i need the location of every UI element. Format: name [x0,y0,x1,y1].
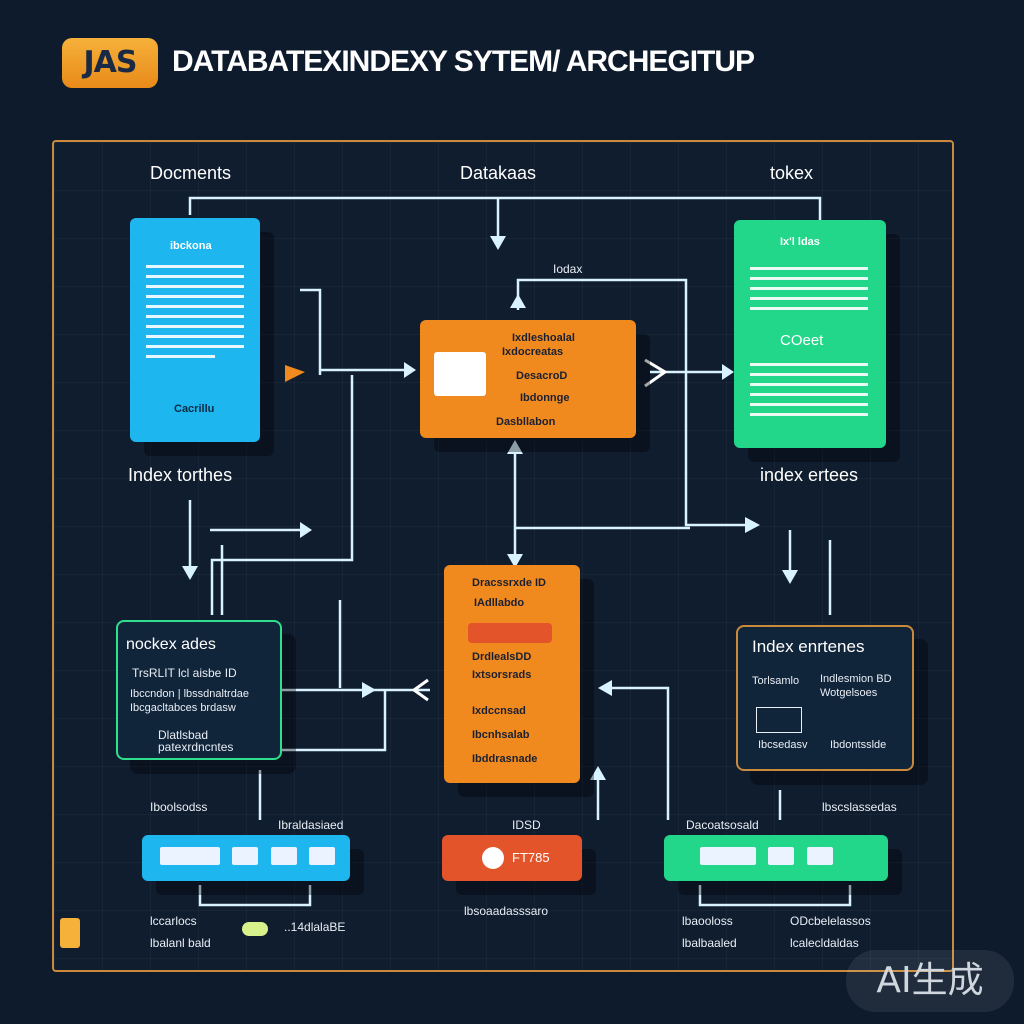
center-doc-line2: Ixtsorsrads [472,669,532,681]
database-card-title: Ixdleshoalal [512,332,575,344]
center-doc-line4: Ibcnhsalab [472,729,530,741]
bottom-right-label-top2: lbscslassedas [822,800,897,814]
center-doc-key-icon [468,623,552,643]
index-nodes-title: nockex ades [126,636,216,653]
bar-icon-4 [309,847,336,865]
tokens-card-lines-top [750,260,868,317]
bottom-left-label-mid: Ibraldasiaed [278,818,344,832]
bar-icon-5 [700,847,756,865]
database-card-line1: DesacroD [516,370,568,382]
bar-icon-1 [160,847,220,865]
tokens-card-title: Ix'l ldas [780,236,820,248]
center-doc-sub: IAdllabdo [474,597,525,609]
index-nodes-line5: patexrdncntes [158,740,234,754]
index-entries-foot1: Ibcsedasv [758,739,808,751]
bottom-center-label-top: IDSD [512,818,541,832]
index-entries-foot2: Ibdontsslde [830,739,887,751]
index-nodes-line1: TrsRLIT lcl aisbe ID [132,666,237,680]
center-doc-line1: DrdlealsDD [472,651,532,663]
database-card-line2: Ibdonnge [520,392,570,404]
documents-label: Docments [150,163,232,183]
index-entries-col2: Indlesmion BD [820,673,892,685]
bottom-left-label-b1: lccarlocs [150,914,197,928]
documents-card[interactable]: ibckona Cacrillu [130,218,260,442]
tokens-card[interactable]: Ix'l ldas COeet [734,220,886,448]
bottom-right-bar[interactable] [664,835,888,881]
bottom-center-text: FT785 [512,850,550,865]
database-card-foot: Dasbllabon [496,416,556,428]
index-entries-top-label: index ertees [760,465,859,485]
bottom-right-label-b3: ODcbelelassos [790,914,871,928]
database-card-icon [434,352,486,396]
index-entries-col3: Wotgelsoes [820,687,878,699]
index-nodes-line3: Ibcgacltabces brdasw [130,702,236,714]
bottom-right-label-b1: lbaooloss [682,914,733,928]
index-entries-col1: Torlsamlo [752,675,800,687]
center-doc-line5: Ibddrasnade [472,753,538,765]
index-nodes-box[interactable]: nockex ades TrsRLIT lcl aisbe ID Ibccndo… [116,620,282,760]
index-entries-icon [756,707,802,733]
documents-card-lines [146,258,244,365]
documents-card-foot: Cacrillu [174,403,215,415]
bottom-left-label-b2: lbalanl bald [150,936,211,950]
database-card[interactable]: Ixdleshoalal Ixdocreatas DesacroD Ibdonn… [420,320,636,438]
index-tables-label: Index torthes [128,465,233,485]
center-document-card[interactable]: Dracssrxde ID IAdllabdo DrdlealsDD Ixtso… [444,565,580,783]
bottom-right-label-top: Dacoatsosald [686,818,759,832]
side-badge-icon [60,918,80,948]
tokens-card-center: COeet [780,332,824,349]
bottom-right-label-b2: lbalbaaled [682,936,737,950]
bar-icon-3 [270,847,297,865]
bottom-left-pill-text: ..14dlalaBE [284,920,346,934]
bottom-center-bar[interactable]: FT785 [442,835,582,881]
center-doc-line3: Ixdccnsad [472,705,526,717]
index-nodes-line4: Dlatlsbad [158,728,209,742]
index-entries-box[interactable]: Index enrtenes Torlsamlo Indlesmion BD W… [736,625,914,771]
bottom-left-label-top: Iboolsodss [150,800,208,814]
bottom-center-label-bottom: lbsoaadasssaro [464,904,549,918]
index-entries-title: Index enrtenes [752,637,865,656]
camera-icon [482,847,504,869]
ai-watermark: AI生成 [846,950,1014,1012]
bar-icon-6 [768,847,795,865]
tokens-card-lines-bottom [750,356,868,423]
status-pill-icon [242,922,268,936]
app-logo: JAS [62,38,158,88]
documents-card-title: ibckona [170,240,212,252]
database-label: Datakaas [460,163,537,183]
bar-icon-2 [232,847,259,865]
index-arrow-label: Iodax [553,262,583,276]
bottom-left-bar[interactable] [142,835,350,881]
center-doc-title: Dracssrxde ID [472,577,546,589]
bottom-right-label-b4: lcalecldaldas [790,936,859,950]
bar-icon-7 [806,847,833,865]
diagram-title: DATABATEXINDEXY SYTEM/ ARCHEGITUP [172,45,755,78]
database-card-sub: Ixdocreatas [502,346,564,358]
tokens-label: tokex [770,163,814,183]
index-nodes-line2: Ibccndon | lbssdnaltrdae [130,688,250,700]
